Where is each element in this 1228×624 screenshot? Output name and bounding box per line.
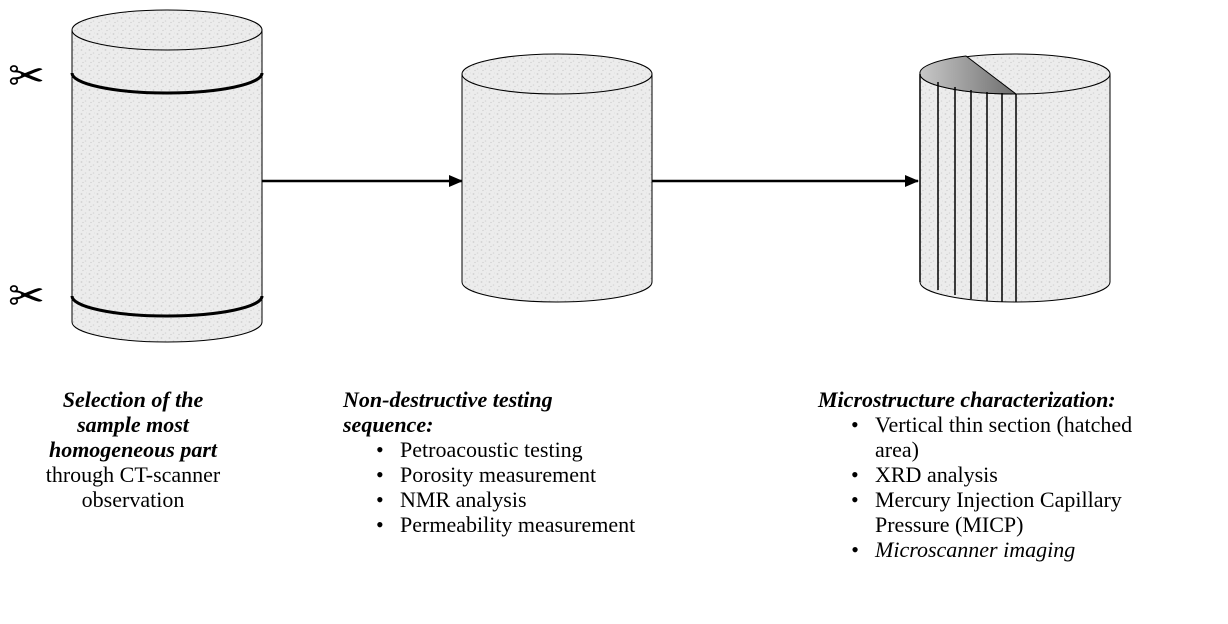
- list-item: XRD analysis: [851, 462, 1228, 487]
- lower-cut-line: [70, 295, 264, 318]
- microstructure-heading: Microstructure characterization:: [818, 387, 1116, 412]
- sample-selection-text-1: through CT-scanner: [45, 462, 221, 487]
- list-item: Microscanner imaging: [851, 537, 1228, 562]
- caption-microstructure: Microstructure characterization: Vertica…: [818, 387, 1228, 562]
- list-item-line: Pressure (MICP): [875, 512, 1024, 537]
- ndt-heading-1: Non-destructive testing: [343, 387, 553, 412]
- list-item: Permeability measurement: [376, 512, 763, 537]
- workflow-diagram: ✂ ✂: [8, 9, 1111, 343]
- list-item: Petroacoustic testing: [376, 437, 763, 462]
- scissors-icon: ✂: [8, 51, 45, 102]
- ndt-list: Petroacoustic testing Porosity measureme…: [343, 437, 763, 537]
- raw-sample-cylinder: [70, 9, 264, 343]
- microstructure-list: Vertical thin section (hatched area) XRD…: [818, 412, 1228, 562]
- sample-selection-heading-1: Selection of the: [62, 387, 204, 412]
- caption-non-destructive-testing: Non-destructive testing sequence: Petroa…: [343, 387, 763, 537]
- scissors-icon: ✂: [8, 271, 45, 322]
- caption-sample-selection: Selection of the sample most homogeneous…: [18, 387, 248, 512]
- list-item-line: Mercury Injection Capillary: [875, 487, 1122, 512]
- sample-selection-heading-3: homogeneous part: [48, 437, 218, 462]
- sample-selection-heading-2: sample most: [77, 412, 189, 437]
- removed-wedge-top: [919, 55, 1018, 95]
- sectioned-sample-cylinder: [919, 53, 1111, 303]
- sample-selection-text-2: observation: [81, 487, 185, 512]
- ndt-heading-2: sequence:: [343, 412, 434, 437]
- list-item: Mercury Injection Capillary Pressure (MI…: [851, 487, 1228, 537]
- thin-section-hatch: [919, 74, 1017, 302]
- list-item: NMR analysis: [376, 487, 763, 512]
- list-item: Vertical thin section (hatched area): [851, 412, 1228, 462]
- list-item-line: area): [875, 437, 919, 462]
- list-item-line: Vertical thin section (hatched: [875, 412, 1133, 437]
- list-item: Porosity measurement: [376, 462, 763, 487]
- upper-cut-line: [70, 72, 264, 95]
- trimmed-sample-cylinder: [461, 53, 653, 303]
